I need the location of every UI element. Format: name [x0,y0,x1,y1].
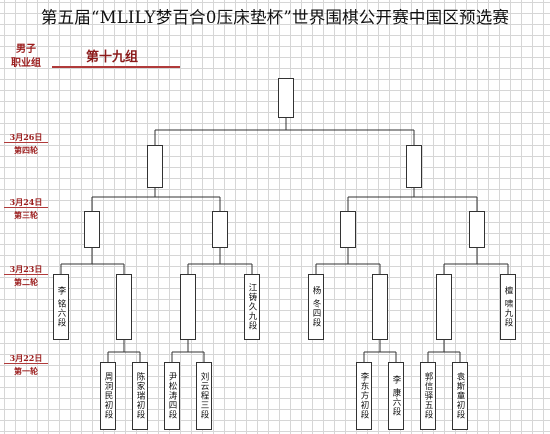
round-1-date: 3月22日 [4,353,48,364]
player-name: 尹松涛四段 [167,372,177,420]
quarter-box-4 [469,211,485,248]
quarter-box-3 [340,211,356,248]
player-name: 李 铭六段 [56,286,66,328]
quarter-box-1 [84,211,100,248]
semi-box-1 [147,145,163,188]
player-box-r1-2: 陈家瑞初段 [132,362,148,430]
player-box-r1-6: 李 康六段 [388,362,404,430]
player-box-r1-5: 李东方初段 [356,362,372,430]
round-2-date: 3月23日 [4,264,48,275]
category-line1: 男子 [16,44,36,55]
round-3-label: 3月24日 第三轮 [0,197,52,220]
round-4-date: 3月26日 [4,132,48,143]
player-box-r1-1: 周泂民初段 [100,362,116,430]
player-name: 刘云程三段 [199,372,209,420]
player-box-r2-1: 李 铭六段 [53,274,69,340]
round-3-date: 3月24日 [4,197,48,208]
player-box-r2-3: 杨 冬四段 [308,274,324,340]
player-box-r2-4: 檀 啸九段 [500,274,516,340]
r2-advance-box-1 [116,274,132,340]
player-box-r1-7: 郭信驿五段 [420,362,436,430]
quarter-box-2 [212,211,228,248]
final-winner-box [278,78,294,118]
round-1-name: 第一轮 [14,366,38,376]
player-name: 江铸久九段 [247,283,257,331]
player-box-r1-4: 刘云程三段 [196,362,212,430]
player-box-r2-2: 江铸久九段 [244,274,260,340]
player-name: 陈家瑞初段 [135,372,145,420]
player-name: 周泂民初段 [103,372,113,420]
r2-advance-box-3 [372,274,388,340]
round-2-name: 第二轮 [14,277,38,287]
group-name: 第十九组 [52,46,180,68]
round-1-label: 3月22日 第一轮 [0,353,52,376]
round-3-name: 第三轮 [14,210,38,220]
category-line2: 职业组 [11,58,41,69]
category-label: 男子 职业组 [0,43,52,71]
r2-advance-box-2 [180,274,196,340]
player-name: 袁斯童初段 [455,372,465,420]
player-box-r1-8: 袁斯童初段 [452,362,468,430]
r2-advance-box-4 [436,274,452,340]
round-2-label: 3月23日 第二轮 [0,264,52,287]
player-name: 檀 啸九段 [503,286,513,328]
semi-box-2 [406,145,422,188]
player-name: 李 康六段 [391,375,401,417]
player-name: 郭信驿五段 [423,372,433,420]
page-title: 第五届“MLILY梦百合0压床垫杯”世界围棋公开赛中国区预选赛 [40,8,510,27]
player-box-r1-3: 尹松涛四段 [164,362,180,430]
round-4-label: 3月26日 第四轮 [0,132,52,155]
player-name: 杨 冬四段 [311,286,321,328]
player-name: 李东方初段 [359,372,369,420]
round-4-name: 第四轮 [14,145,38,155]
